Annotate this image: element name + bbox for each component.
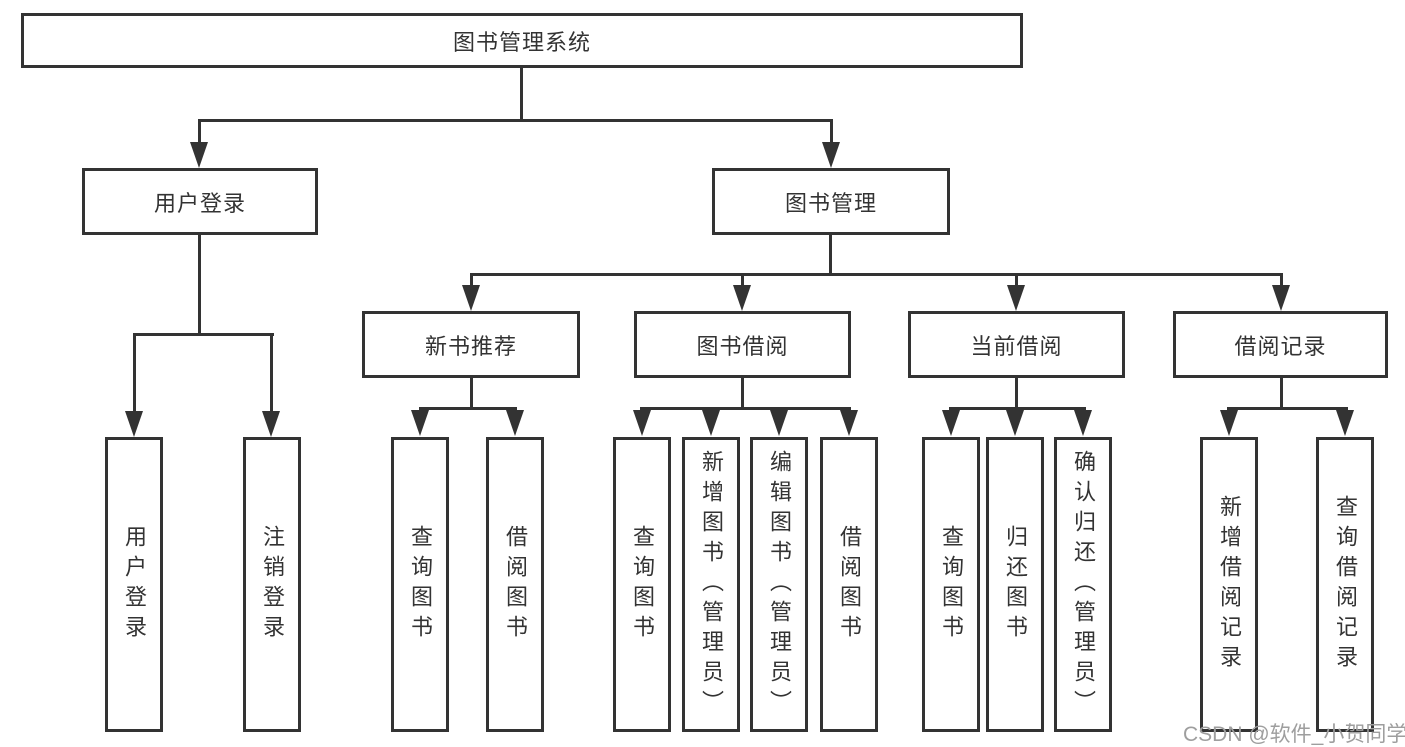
arrowhead-down-icon: [822, 142, 840, 168]
arrowhead-down-icon: [1007, 285, 1025, 311]
connector-stub-user-login: [198, 119, 201, 145]
arrowhead-down-icon: [125, 411, 143, 437]
node-add-borrow-record: 新增借阅记录: [1200, 437, 1258, 732]
leaf-label: 归还图书: [1003, 524, 1028, 645]
leaf-label: 确认归还（管理员）: [1071, 449, 1096, 720]
node-user-login-leaf: 用户登录: [105, 437, 163, 732]
csdn-watermark: CSDN @软件_小贺同学: [1183, 723, 1405, 746]
connector-group-b-horizontal: [419, 407, 517, 410]
connector-book-mgmt-horizontal: [470, 273, 1283, 276]
arrowhead-down-icon: [411, 410, 429, 436]
connector-group-c-horizontal: [640, 407, 851, 410]
arrowhead-down-icon: [462, 285, 480, 311]
node-current-borrow: 当前借阅: [908, 311, 1125, 378]
arrowhead-down-icon: [1336, 410, 1354, 436]
node-root-label: 图书管理系统: [452, 29, 591, 55]
leaf-label: 查询图书: [630, 524, 655, 645]
connector-group-d-vertical: [1015, 378, 1018, 407]
connector-stub-logout-leaf: [270, 333, 273, 413]
leaf-label: 查询图书: [408, 524, 433, 645]
arrowhead-down-icon: [770, 410, 788, 436]
connector-user-login-horizontal: [133, 333, 274, 336]
connector-group-e-horizontal: [1227, 407, 1348, 410]
connector-group-c-vertical: [741, 378, 744, 407]
node-book-borrow: 图书借阅: [634, 311, 851, 378]
connector-group-b-vertical: [470, 378, 473, 407]
node-user-login-label: 用户登录: [153, 190, 246, 216]
arrowhead-down-icon: [262, 411, 280, 437]
arrowhead-down-icon: [1006, 410, 1024, 436]
node-current-borrow-label: 当前借阅: [970, 333, 1063, 359]
arrowhead-down-icon: [190, 142, 208, 168]
leaf-label: 注销登录: [260, 524, 285, 645]
leaf-label: 编辑图书（管理员）: [767, 449, 792, 720]
connector-group-d-horizontal: [949, 407, 1086, 410]
connector-book-mgmt-vertical: [829, 235, 832, 273]
node-query-books-recommend: 查询图书: [391, 437, 449, 732]
leaf-label: 借阅图书: [837, 524, 862, 645]
arrowhead-down-icon: [840, 410, 858, 436]
arrowhead-down-icon: [506, 410, 524, 436]
arrowhead-down-icon: [1272, 285, 1290, 311]
arrowhead-down-icon: [733, 285, 751, 311]
node-confirm-return-admin: 确认归还（管理员）: [1054, 437, 1112, 732]
leaf-label: 新增借阅记录: [1217, 494, 1242, 675]
connector-group-e-vertical: [1280, 378, 1283, 407]
arrowhead-down-icon: [1074, 410, 1092, 436]
arrowhead-down-icon: [942, 410, 960, 436]
node-borrow-records-label: 借阅记录: [1234, 333, 1327, 359]
leaf-label: 查询图书: [939, 524, 964, 645]
leaf-label: 借阅图书: [503, 524, 528, 645]
arrowhead-down-icon: [633, 410, 651, 436]
node-book-borrow-label: 图书借阅: [696, 333, 789, 359]
node-borrow-book: 借阅图书: [820, 437, 878, 732]
arrowhead-down-icon: [1220, 410, 1238, 436]
connector-stub-login-leaf: [133, 333, 136, 413]
connector-stub-new-books: [470, 273, 473, 287]
connector-stub-borrow-records: [1280, 273, 1283, 287]
node-borrow-books-recommend: 借阅图书: [486, 437, 544, 732]
node-root-system: 图书管理系统: [21, 13, 1023, 68]
connector-stub-current-borrow: [1015, 273, 1018, 287]
node-book-management: 图书管理: [712, 168, 950, 235]
leaf-label: 用户登录: [122, 524, 147, 645]
node-edit-book-admin: 编辑图书（管理员）: [750, 437, 808, 732]
node-new-book-recommend: 新书推荐: [362, 311, 580, 378]
node-logout: 注销登录: [243, 437, 301, 732]
node-book-management-label: 图书管理: [784, 190, 877, 216]
node-new-book-recommend-label: 新书推荐: [424, 333, 517, 359]
leaf-label: 查询借阅记录: [1333, 494, 1358, 675]
connector-root-horizontal: [198, 119, 832, 122]
node-query-borrow-record: 查询借阅记录: [1316, 437, 1374, 732]
node-user-login: 用户登录: [82, 168, 318, 235]
node-query-books-current: 查询图书: [922, 437, 980, 732]
connector-user-login-vertical: [198, 235, 201, 333]
node-add-book-admin: 新增图书（管理员）: [682, 437, 740, 732]
leaf-label: 新增图书（管理员）: [699, 449, 724, 720]
node-query-books-borrow: 查询图书: [613, 437, 671, 732]
arrowhead-down-icon: [702, 410, 720, 436]
node-borrow-records: 借阅记录: [1173, 311, 1388, 378]
connector-stub-book-mgmt: [830, 119, 833, 145]
connector-stub-book-borrow: [741, 273, 744, 287]
node-return-book: 归还图书: [986, 437, 1044, 732]
connector-root-vertical: [520, 68, 523, 119]
